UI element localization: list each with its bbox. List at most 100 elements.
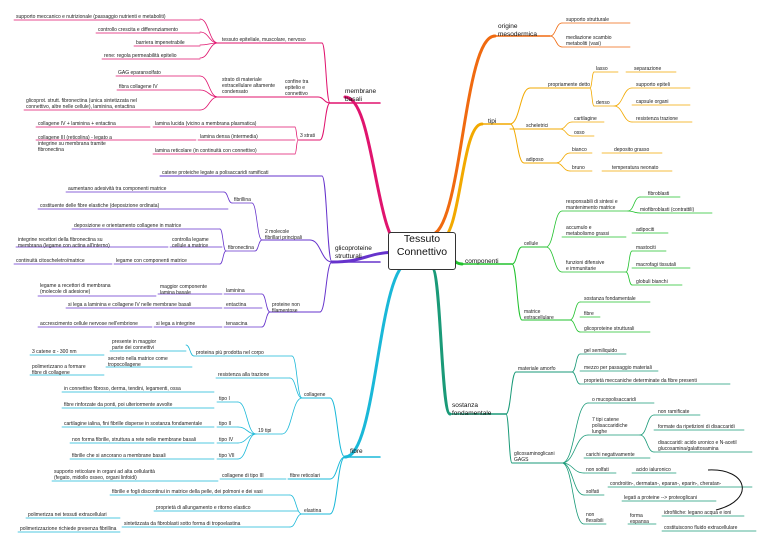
node-catene-proteiche: catene proteiche legate a polisaccaridi … (162, 170, 269, 176)
node-propriamente-detto: propriamente detto (548, 82, 590, 88)
l-pnf (319, 261, 333, 313)
leaf-resistenza-trazione: resistenza trazione (636, 116, 678, 122)
leaf-mezzo-passaggio: mezzo per passaggio materiali (584, 365, 652, 371)
l-fibronectina (254, 239, 263, 252)
l-catene (321, 175, 333, 263)
l-fibrillina (251, 202, 263, 241)
l-strato-1 (199, 89, 219, 98)
node-3-strati: 3 strati (300, 133, 316, 139)
branch-line-membrane (343, 95, 407, 252)
leaf-sostanza-fondamentale: sostanza fondamentale (584, 296, 636, 302)
l-am-2 (571, 371, 581, 385)
node-fibrillina: fibrillina (234, 197, 251, 203)
leaf-cartilagine-ialina: cartilagine ialina, fini fibrille disper… (64, 421, 203, 427)
l-osso (559, 128, 573, 137)
l-el-a (289, 494, 303, 515)
leaf-temperatura-neonato: temperatura neonato (612, 165, 659, 171)
l-fibr-0 (223, 191, 233, 204)
node-gags: glicosaminoglicani GAGS (514, 451, 555, 463)
leaf-polimerizza: polimerizza nei tessuti extracellulari (28, 512, 107, 518)
l-bianco (555, 152, 571, 164)
l-confine (317, 96, 331, 104)
leaf-presente-maggior: presente in maggior parte dei connettivi (112, 339, 157, 351)
node-accumulo: accumulo e metabolismo grassi (566, 225, 610, 237)
l-tessuto-3 (199, 42, 219, 59)
l-bruno (555, 162, 571, 172)
node-tipo-vii: tipo VII (219, 453, 235, 459)
node-tenascina: tenascina (226, 321, 248, 327)
branch-fibre: fibre (350, 448, 363, 455)
l-3strati (319, 102, 331, 141)
leaf-polimerizzano: polimerizzano a formare fibre di collage… (32, 364, 86, 376)
node-tipo-iv: tipo IV (219, 437, 234, 443)
node-laminina: laminina (226, 288, 245, 294)
node-proteine-non-filamentose: proteine non filamentose (272, 302, 300, 314)
leaf-polimerizzazione: polimerizzazione richiede presenza fibri… (20, 526, 117, 532)
l-denso-0 (613, 87, 633, 107)
leaf-aumentano-adesivita: aumentano adesività tra componenti matri… (68, 186, 167, 192)
leaf-idrofiliche: idrofiliche: legano acqua e ioni (664, 510, 732, 516)
leaf-gel-semiliquido: gel semiliquido (584, 348, 618, 354)
node-7-tipi-catene: 7 tipi catene polisaccaridiche lunghe (592, 417, 628, 435)
branch-sostanza-fondamentale: sostanza fondamentale (452, 402, 492, 417)
leaf-integrine-recettori: integrine recettori della fibronectina s… (18, 237, 110, 249)
l-muco (561, 402, 589, 464)
leaf-gag-eparansolfato: GAG eparansolfato (118, 70, 161, 76)
leaf-adipociti: adipociti (636, 227, 655, 233)
branch-line-origine (428, 34, 497, 237)
leaf-rene: rene: regola permeabilità epitelio (104, 53, 177, 59)
leaf-proprieta-meccaniche: proprietà meccaniche determinate da fibr… (584, 378, 697, 384)
node-tipo-i: tipo I (219, 396, 230, 402)
l-lasso (589, 71, 595, 89)
leaf-mucopolisaccaridi: o mucopolisaccaridi (592, 397, 636, 403)
node-adiposo: adiposo (526, 157, 544, 163)
leaf-entactina-note: si lega a laminina e collagene IV nelle … (68, 302, 192, 308)
l-cellule (511, 246, 523, 265)
l-mat-0 (569, 301, 581, 321)
l-tenascina (261, 311, 271, 328)
l-tipo2 (237, 426, 257, 435)
branch-line-fibre (343, 260, 412, 459)
node-lamina-densa: lamina densa (intermedia) (200, 134, 258, 140)
node-lasso: lasso (596, 66, 608, 72)
node-fibronectina: fibronectina (228, 245, 254, 251)
leaf-supporto-meccanico: supporto meccanico e nutrizionale (passa… (16, 14, 166, 20)
l-denso (589, 87, 595, 107)
node-bianco: bianco (572, 147, 587, 153)
leaf-separazione: separazione (634, 66, 662, 72)
leaf-proteoglicani: legati a proteine --> proteoglicani (624, 495, 697, 501)
l-resistenza (289, 377, 303, 399)
leaf-3-catene: 3 catene α - 300 nm (32, 349, 77, 355)
node-funzioni-difensive: funzioni difensive e immunitarie (566, 260, 605, 272)
leaf-carichi-negativamente: carichi negativamente (586, 452, 635, 458)
node-tessuto-epiteliale: tessuto epiteliale, muscolare, nervoso (222, 37, 306, 43)
node-non-flessibili: non flessibili (586, 512, 604, 524)
l-strato-0 (199, 75, 219, 98)
branch-glicoproteine: glicoproteine strutturali (335, 245, 372, 260)
node-collagene: collagene (304, 392, 326, 398)
l-nonfless (561, 462, 585, 525)
branch-origine-mesodermica: origine mesodermica (498, 23, 538, 38)
leaf-controllo-crescita: controllo crescita e differenziamento (98, 27, 178, 33)
l-fn-2 (219, 250, 227, 265)
leaf-condroitin: condroitin-, dermatan-, eparan-, eparin-… (610, 481, 722, 487)
leaf-proprieta-allungamento: proprietà di allungamento e ritorno elas… (156, 505, 251, 511)
leaf-mediazione-scambio: mediazione scambio metaboliti (vasi) (566, 35, 612, 47)
node-forma-espansa: forma espansa (630, 513, 649, 525)
l-funzioni (545, 246, 563, 273)
leaf-connettivo-fibroso: in connettivo fibroso, derma, tendini, l… (64, 386, 181, 392)
l-am-0 (571, 353, 581, 373)
l-miofib (627, 210, 641, 214)
node-cartilagine: cartilagine (574, 116, 597, 122)
l-proteina (291, 355, 303, 399)
leaf-fibrille-ancorano: fibrille che si ancorano a membrane basa… (72, 453, 166, 459)
l-tessuto (321, 42, 331, 104)
leaf-disaccaridi: disaccaridi: acido uronico e N-acetil gl… (658, 440, 737, 452)
node-tipo-ii: tipo II (219, 421, 232, 427)
leaf-fibrille-fogli: fibrille e fogli discontinui in matrice … (112, 489, 263, 495)
leaf-maggior-componente: maggior componente lamina basale (160, 284, 207, 296)
leaf-continuita: continuità citoscheletro/matrice (16, 258, 85, 264)
leaf-deposito-grasso: deposito grasso (614, 147, 650, 153)
leaf-sintetizzata: sintetizzata da fibroblasti sotto forma … (124, 521, 241, 527)
leaf-supporto-epiteli: supporto epiteli (636, 82, 670, 88)
